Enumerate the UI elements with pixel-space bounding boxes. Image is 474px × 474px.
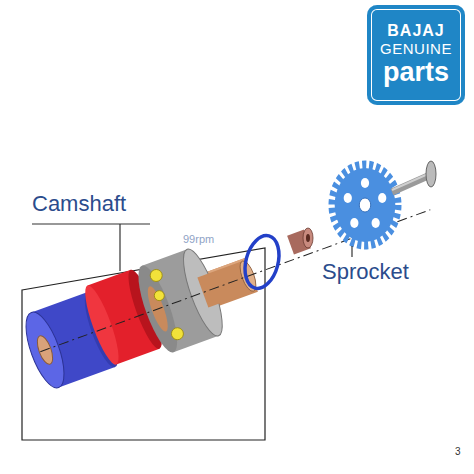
bushing — [287, 228, 313, 254]
page-number: 3 — [455, 446, 461, 457]
brand-logo: BAJAJGENUINEparts — [367, 5, 465, 105]
brand-parts: parts — [383, 57, 449, 88]
camshaft-part — [16, 167, 446, 398]
watermark: 99rpm — [183, 233, 214, 245]
bolt — [392, 161, 436, 192]
leader-line — [119, 224, 120, 271]
camshaft-frame — [22, 248, 265, 440]
brand-subtitle: GENUINE — [380, 40, 452, 57]
label-bracket — [32, 223, 150, 224]
circlip — [240, 232, 285, 292]
leader-line — [351, 246, 352, 257]
part-label: Sprocket — [322, 260, 409, 284]
sprocket-gear — [332, 165, 398, 245]
brand-name: BAJAJ — [387, 22, 444, 40]
part-label: Camshaft — [32, 192, 126, 216]
